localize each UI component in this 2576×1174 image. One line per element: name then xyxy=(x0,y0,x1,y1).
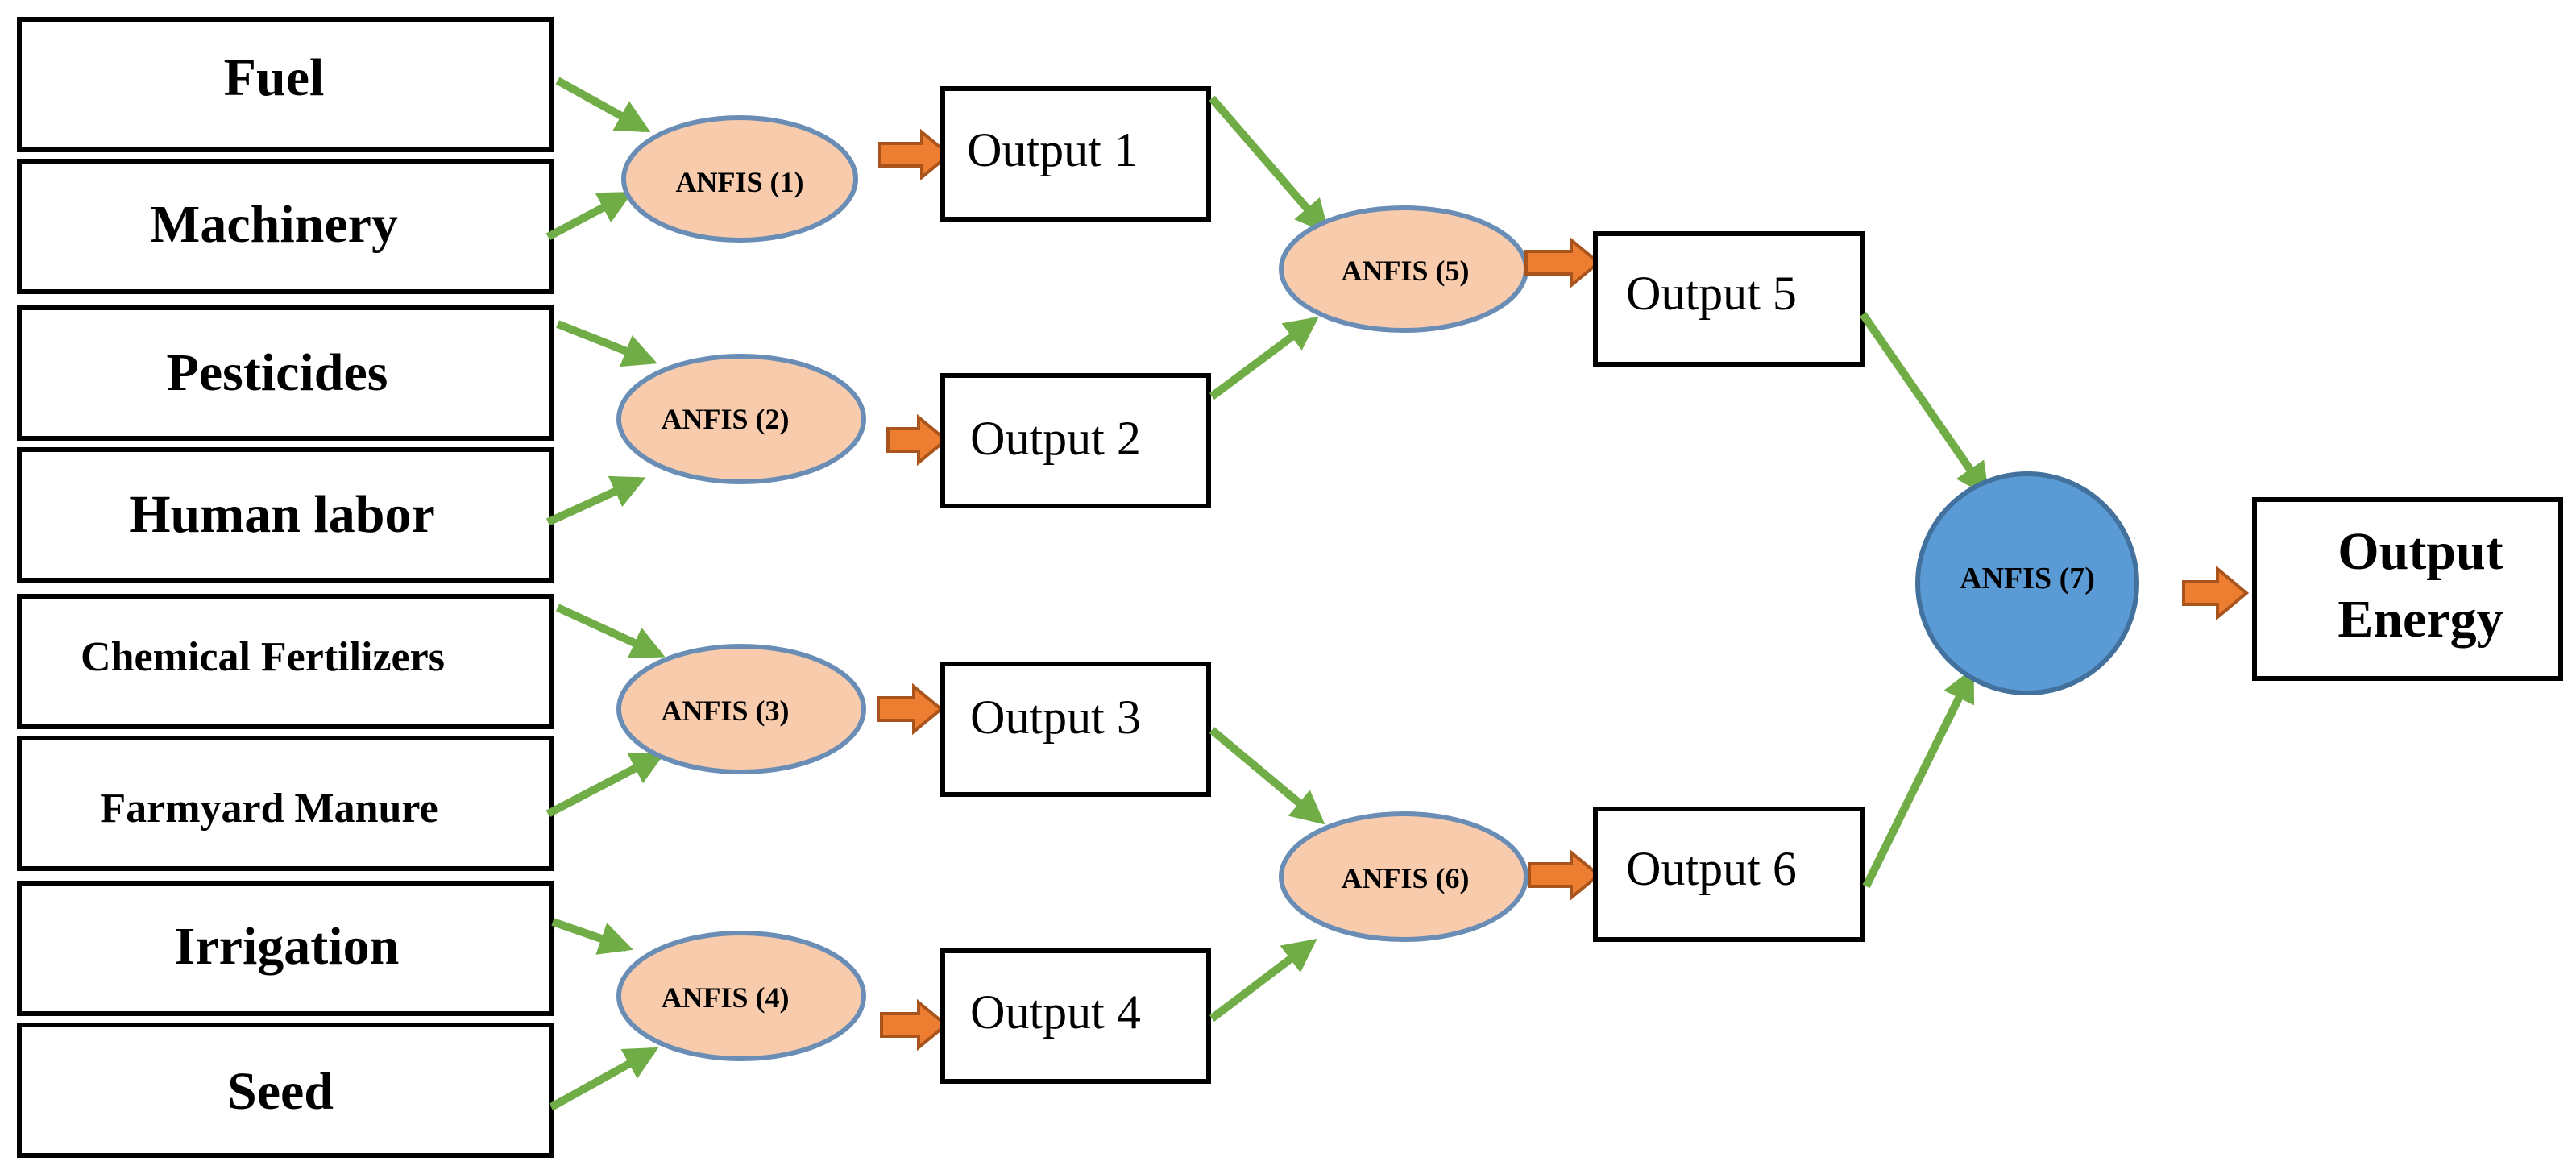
input-label: Farmyard Manure xyxy=(100,786,438,832)
anfis-node-5: ANFIS (5) xyxy=(1279,205,1529,333)
arrow-farmyard-manure-to-anfis3 xyxy=(545,752,666,818)
anfis-node-3: ANFIS (3) xyxy=(616,644,866,774)
green-arrows-level2 xyxy=(1209,95,1329,1022)
arrow-output5-to-anfis7 xyxy=(1859,312,1989,497)
final-output-line2: Energy xyxy=(2337,590,2503,649)
input-box-irrigation: Irrigation xyxy=(17,881,554,1016)
arrow-output3-to-anfis6 xyxy=(1209,727,1325,825)
anfis-label: ANFIS (6) xyxy=(1342,862,1470,894)
output-box-5: Output 5 xyxy=(1593,231,1865,367)
anfis-node-7: ANFIS (7) xyxy=(1915,471,2139,695)
orange-arrow-anfis7-output-energy xyxy=(2182,565,2250,621)
output-box-4: Output 4 xyxy=(940,948,1211,1084)
output-box-1: Output 1 xyxy=(940,86,1211,222)
anfis-node-6: ANFIS (6) xyxy=(1279,811,1529,942)
final-output-box: Output Energy xyxy=(2252,497,2563,681)
output-label: Output 4 xyxy=(970,985,1141,1039)
output-label: Output 5 xyxy=(1626,267,1797,320)
output-label: Output 2 xyxy=(970,412,1141,465)
input-box-machinery: Machinery xyxy=(17,159,554,294)
input-box-farmyard-manure: Farmyard Manure xyxy=(17,736,554,871)
input-label: Chemical Fertilizers xyxy=(81,634,445,680)
anfis-label: ANFIS (3) xyxy=(662,695,790,727)
anfis-node-2: ANFIS (2) xyxy=(616,354,866,484)
arrow-output1-to-anfis5 xyxy=(1209,95,1329,234)
anfis-label: ANFIS (4) xyxy=(662,981,790,1014)
input-box-seed: Seed xyxy=(17,1023,554,1158)
output-label: Output 3 xyxy=(970,691,1141,744)
orange-arrows-level1 xyxy=(877,128,952,1052)
orange-arrow-final xyxy=(2182,565,2250,621)
output-box-6: Output 6 xyxy=(1593,807,1865,942)
output-box-3: Output 3 xyxy=(940,662,1211,797)
final-output-line1: Output xyxy=(2337,522,2503,581)
arrow-machinery-to-anfis1 xyxy=(545,191,633,241)
input-label: Machinery xyxy=(150,195,398,254)
orange-arrow-anfis1-output1 xyxy=(878,128,952,181)
anfis-label: ANFIS (1) xyxy=(676,166,804,198)
green-arrows-level3 xyxy=(1859,312,1989,889)
arrow-pesticides-to-anfis2 xyxy=(556,320,657,367)
orange-arrow-anfis5-output5 xyxy=(1524,236,1602,289)
input-label: Irrigation xyxy=(175,917,400,976)
output-box-2: Output 2 xyxy=(940,373,1211,508)
anfis-node-1: ANFIS (1) xyxy=(621,115,858,243)
arrow-output6-to-anfis7 xyxy=(1862,667,1975,889)
arrow-human-labor-to-anfis2 xyxy=(545,475,646,526)
arrow-output2-to-anfis5 xyxy=(1209,316,1319,400)
anfis-label: ANFIS (2) xyxy=(662,403,790,435)
input-label: Seed xyxy=(227,1062,334,1121)
orange-arrows-level2 xyxy=(1524,236,1602,902)
input-label: Human labor xyxy=(129,485,435,544)
anfis-node-4: ANFIS (4) xyxy=(616,931,866,1061)
input-box-human-labor: Human labor xyxy=(17,447,554,583)
anfis-label: ANFIS (7) xyxy=(1960,562,2095,595)
input-box-chemical-fertilizers: Chemical Fertilizers xyxy=(17,594,554,729)
orange-arrow-anfis6-output6 xyxy=(1528,848,1602,902)
green-arrows-inputs xyxy=(545,77,666,1111)
input-label: Pesticides xyxy=(167,343,388,402)
input-label: Fuel xyxy=(224,48,325,107)
anfis-label: ANFIS (5) xyxy=(1342,255,1470,287)
orange-arrow-anfis3-output3 xyxy=(877,682,944,736)
output-label: Output 6 xyxy=(1626,842,1797,895)
arrow-irrigation-to-anfis4 xyxy=(551,918,633,955)
arrow-chemical-fertilizers-to-anfis3 xyxy=(555,604,666,659)
orange-arrow-anfis4-output4 xyxy=(880,998,949,1052)
input-box-fuel: Fuel xyxy=(17,17,554,152)
output-label: Output 1 xyxy=(967,123,1138,176)
arrow-seed-to-anfis4 xyxy=(549,1047,659,1111)
orange-arrow-anfis2-output2 xyxy=(886,413,949,467)
arrow-output4-to-anfis6 xyxy=(1209,938,1317,1022)
arrow-fuel-to-anfis1 xyxy=(555,77,651,133)
input-box-pesticides: Pesticides xyxy=(17,305,554,441)
